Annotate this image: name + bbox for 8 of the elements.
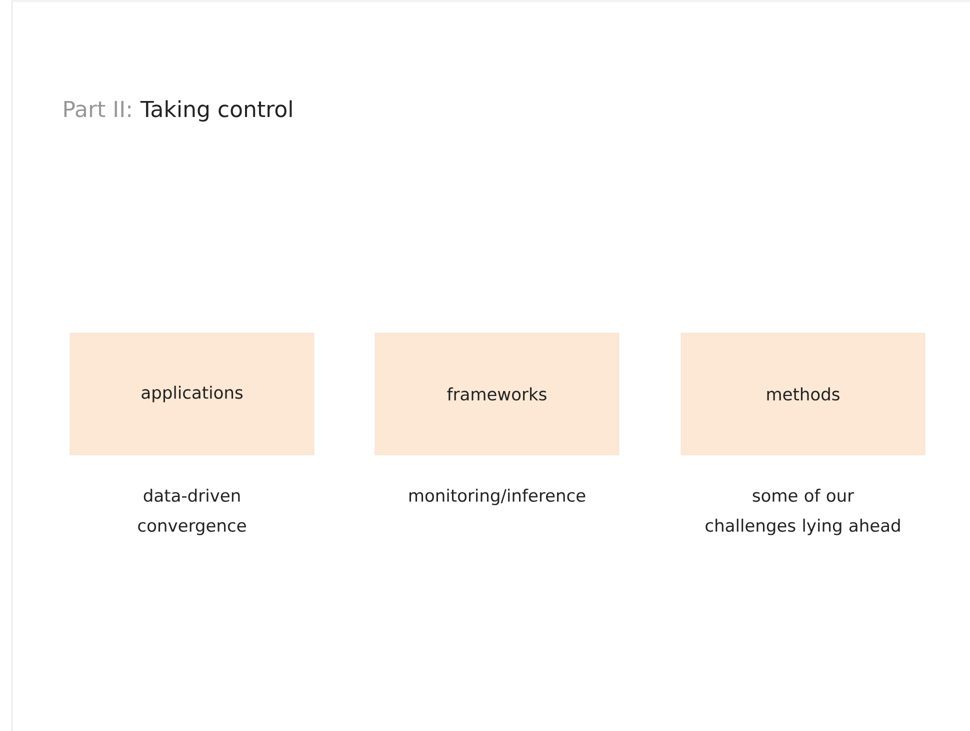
- topic-box: applications: [70, 332, 314, 456]
- part-label: Part II:: [64, 100, 130, 118]
- slide-title: Taking control: [140, 100, 292, 122]
- topic-caption: monitoring/inference: [409, 488, 586, 506]
- topic-caption: some of our challenges lying ahead: [706, 488, 900, 536]
- topic-caption: data-driven convergence: [138, 488, 246, 536]
- topic-box: frameworks: [374, 332, 620, 456]
- topic-box: methods: [680, 332, 926, 456]
